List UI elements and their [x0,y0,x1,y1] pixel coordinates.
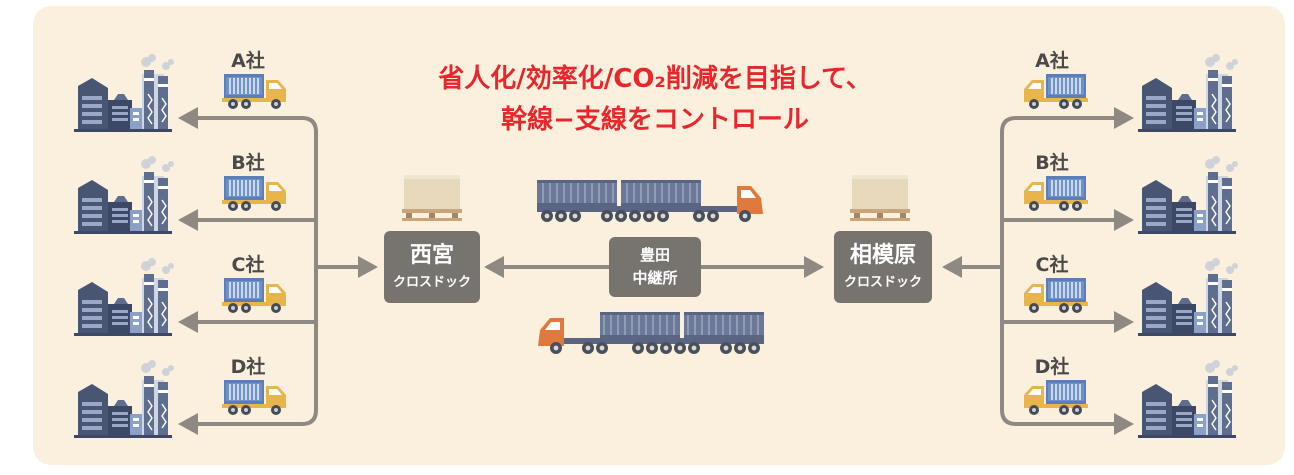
hub-nishinomiya: 西宮 クロスドック [384,231,480,303]
hub-toyota: 豊田 中継所 [609,237,701,297]
company-label-right-b: B社 [1035,151,1068,174]
company-label-left-b: B社 [231,151,264,174]
headline-line-2: 幹線−支線をコントロール [501,104,809,135]
hub-sagamihara-subtitle: クロスドック [844,275,922,290]
company-label-left-a: A社 [231,49,265,72]
company-label-right-d: D社 [1035,355,1070,378]
hub-sagamihara-title: 相模原 [850,243,916,268]
right-branch-network [960,116,1116,426]
hub-toyota-subtitle: 中継所 [632,269,677,287]
hub-sagamihara: 相模原 クロスドック [834,231,932,303]
cargo-pallet-icon [850,175,910,221]
hub-nishinomiya-title: 西宮 [410,242,454,268]
cargo-pallet-icon [402,175,462,221]
company-label-right-a: A社 [1035,49,1069,72]
company-label-right-c: C社 [1036,253,1069,276]
company-label-left-c: C社 [232,253,265,276]
company-label-left-d: D社 [231,355,266,378]
left-branch-network [196,116,360,426]
headline-line-1: 省人化/効率化/CO₂削減を目指して、 [437,63,871,94]
hub-nishinomiya-subtitle: クロスドック [393,275,471,290]
diagram-background [33,6,1285,465]
hub-toyota-title: 豊田 [640,246,670,264]
